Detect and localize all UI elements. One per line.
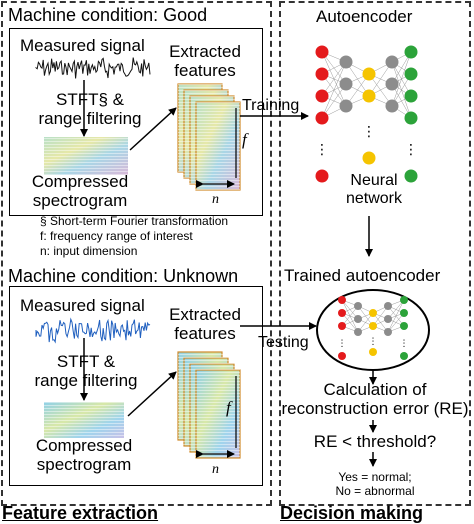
stft-line1-unknown: STFT & (56, 352, 116, 371)
extracted-line2-unknown: features (174, 324, 236, 343)
autoencoder-node-enc-2 (339, 99, 353, 113)
re-line2: reconstruction error (RE) (281, 399, 469, 418)
extracted-line1-unknown: Extracted (169, 305, 241, 324)
autoencoder-node-input-3 (315, 111, 329, 125)
autoencoder-node-dec-0 (385, 55, 399, 69)
autoencoder-node-output-3 (404, 111, 418, 125)
autoencoder-node-input-last (315, 169, 329, 183)
outcome-yes: Yes = normal; (338, 470, 412, 484)
autoencoder-ellipsis-output: ⋮ (404, 142, 418, 158)
measured-signal-waveform-unknown (35, 317, 151, 344)
trained-node-dec-2 (384, 328, 392, 336)
autoencoder-node-enc-0 (339, 55, 353, 69)
autoencoder-ellipsis-input: ⋮ (315, 142, 329, 158)
trained-ellipsis-code: ⋮ (369, 337, 378, 347)
trained-node-input-last (338, 352, 346, 360)
trained-node-enc-0 (354, 302, 362, 310)
f-label-unknown: f (226, 398, 231, 417)
arrow-spectrogram-to-features-good (129, 107, 177, 151)
autoencoder-title: Autoencoder (316, 7, 413, 26)
trained-node-output-1 (400, 309, 408, 317)
extracted-features-label-good: Extracted features (160, 42, 250, 80)
autoencoder-node-dec-2 (385, 99, 399, 113)
compressed-line2-unknown: spectrogram (36, 455, 132, 474)
autoencoder-node-code-last (362, 151, 376, 165)
measured-signal-label-good: Measured signal (20, 36, 145, 55)
testing-label: Testing (258, 334, 309, 351)
autoencoder-node-code-1 (362, 89, 376, 103)
trained-node-input-0 (338, 296, 346, 304)
threshold-label: RE < threshold? (313, 432, 437, 451)
extracted-features-stack-unknown (177, 351, 241, 459)
trained-node-input-2 (338, 322, 346, 330)
autoencoder-node-input-2 (315, 89, 329, 103)
stft-line2-good: range filtering (38, 109, 142, 128)
trained-node-dec-1 (384, 315, 392, 323)
outcome-no: No = abnormal (335, 484, 415, 498)
feature-extraction-panel (1, 1, 272, 506)
outcome-label: Yes = normal; No = abnormal (280, 470, 470, 498)
trained-node-code-0 (369, 309, 377, 317)
compressed-spectrogram-label-good: Compressed spectrogram (2, 172, 158, 210)
stft-line1-good: STFT§ & (55, 90, 124, 109)
autoencoder-node-output-last (404, 169, 418, 183)
decision-making-panel (279, 1, 471, 506)
n-label-good: n (212, 192, 219, 207)
stft-label-unknown: STFT & range filtering (30, 352, 142, 390)
neural-network-label: Neural network (334, 172, 414, 208)
stft-line2-unknown: range filtering (34, 371, 138, 390)
measured-signal-label-unknown: Measured signal (20, 296, 145, 315)
compressed-line1-unknown: Compressed (35, 436, 133, 455)
footnote-n: n: input dimension (40, 244, 138, 258)
compressed-line1-good: Compressed (31, 172, 129, 191)
extracted-features-stack-good (177, 83, 241, 191)
compressed-spectrogram-label-unknown: Compressed spectrogram (16, 436, 152, 474)
compressed-line2-good: spectrogram (32, 191, 128, 210)
trained-node-code-1 (369, 322, 377, 330)
autoencoder-ellipsis-code: ⋮ (362, 124, 376, 140)
autoencoder-node-output-2 (404, 89, 418, 103)
trained-node-output-2 (400, 322, 408, 330)
n-label-unknown: n (212, 462, 219, 477)
trained-node-code-last (369, 348, 377, 356)
trained-autoencoder-title: Trained autoencoder (284, 266, 441, 285)
trained-node-output-0 (400, 296, 408, 304)
trained-node-dec-0 (384, 302, 392, 310)
arrow-spectrogram-to-features-unknown (127, 371, 177, 417)
autoencoder-node-input-0 (315, 45, 329, 59)
trained-ellipsis-input: ⋮ (338, 339, 347, 349)
re-calculation-label: Calculation of reconstruction error (RE) (280, 380, 470, 418)
autoencoder-node-dec-1 (385, 77, 399, 91)
footnote-stft: § Short-term Fourier transformation (40, 214, 229, 228)
neural-network-line1: Neural (350, 172, 398, 189)
decision-making-footer: Decision making (280, 503, 424, 523)
extracted-features-label-unknown: Extracted features (160, 305, 250, 343)
trained-node-enc-1 (354, 315, 362, 323)
autoencoder-node-output-0 (404, 45, 418, 59)
stft-label-good: STFT§ & range filtering (34, 90, 146, 128)
good-condition-heading: Machine condition: Good (8, 5, 208, 25)
autoencoder-node-code-0 (362, 67, 376, 81)
autoencoder-node-input-1 (315, 67, 329, 81)
autoencoder-network: ⋮ ⋮ ⋮ (315, 45, 418, 183)
trained-node-input-1 (338, 309, 346, 317)
training-label: Training (242, 97, 300, 114)
extracted-line1-good: Extracted (169, 42, 241, 61)
autoencoder-node-enc-1 (339, 77, 353, 91)
footnote-f: f: frequency range of interest (40, 229, 193, 243)
neural-network-line2: network (345, 190, 403, 207)
trained-autoencoder-network: ⋮ ⋮ ⋮ (338, 296, 409, 360)
unknown-condition-heading: Machine condition: Unknown (8, 266, 239, 286)
re-line1: Calculation of (323, 380, 427, 399)
f-label-good: f (242, 130, 247, 149)
trained-node-enc-2 (354, 328, 362, 336)
extracted-line2-good: features (174, 61, 236, 80)
autoencoder-node-output-1 (404, 67, 418, 81)
measured-signal-waveform-good (35, 57, 151, 79)
trained-ellipsis-output: ⋮ (400, 339, 409, 349)
feature-extraction-footer: Feature extraction (2, 503, 159, 523)
trained-node-output-last (400, 352, 408, 360)
